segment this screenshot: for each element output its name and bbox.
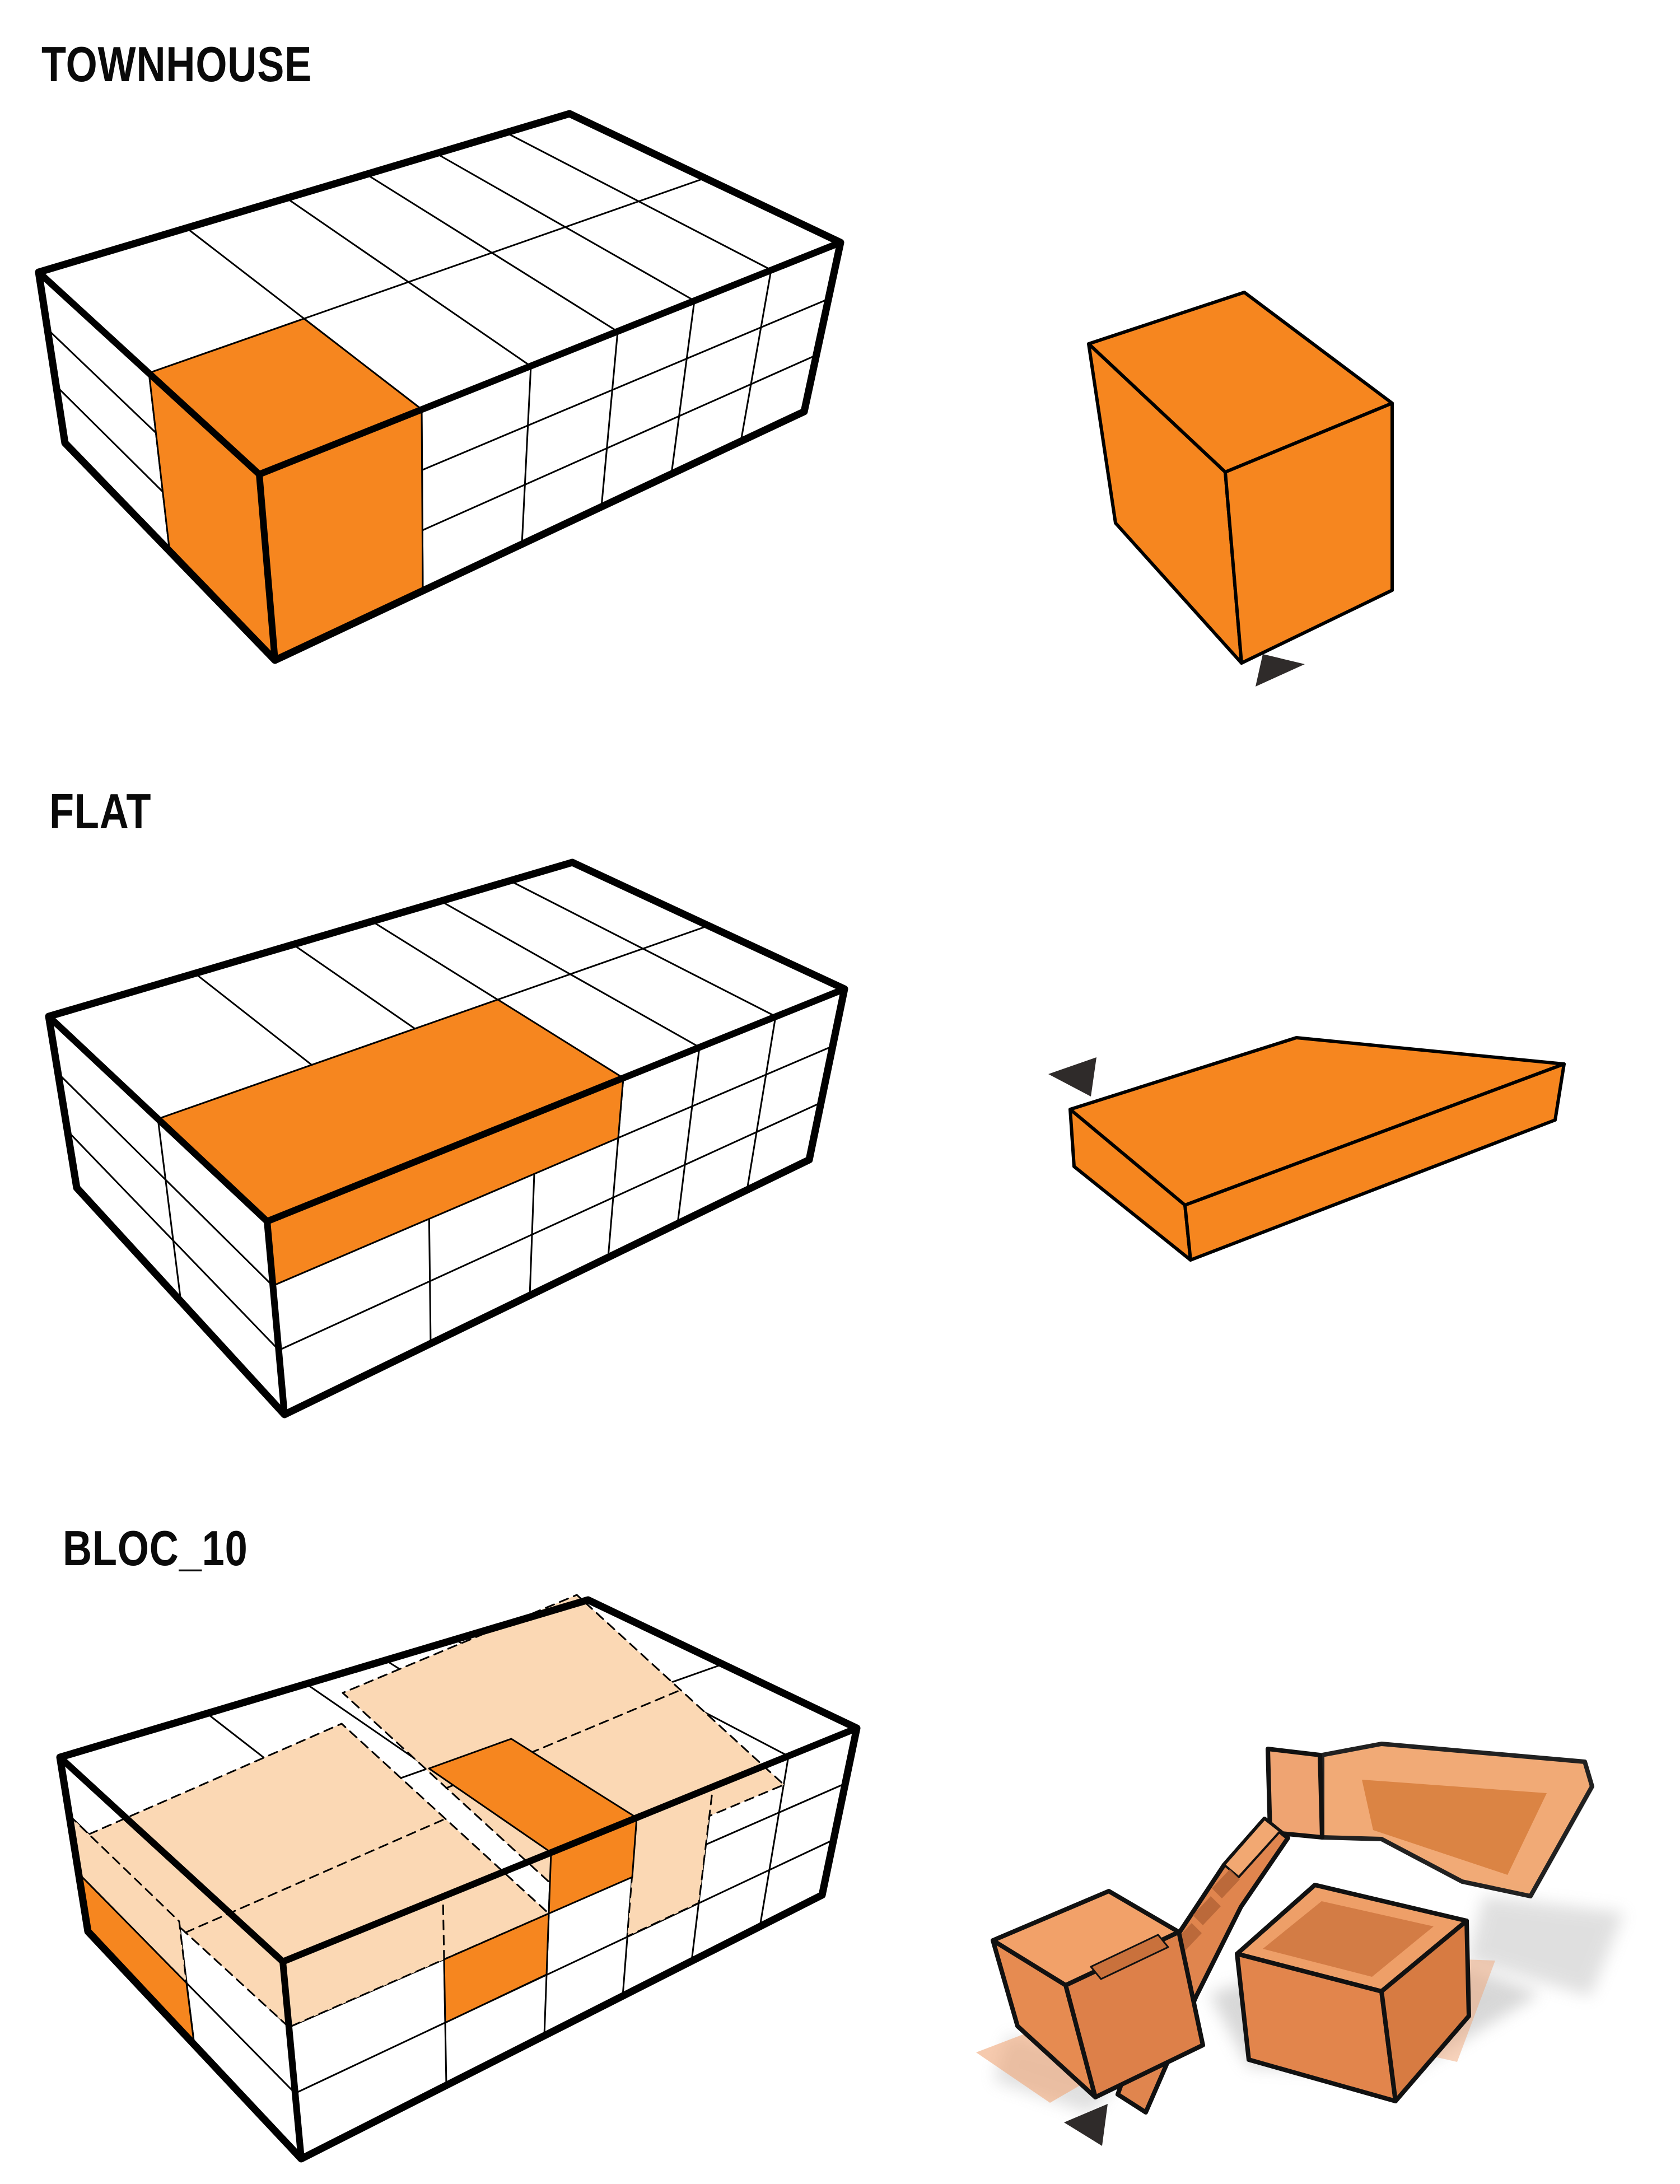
grid-line bbox=[440, 900, 701, 1048]
front-face bbox=[267, 989, 844, 1415]
grid-line bbox=[435, 152, 696, 302]
hidden-edge-line bbox=[445, 1689, 682, 1789]
box-near-arris bbox=[279, 1958, 305, 2162]
unit-front-face bbox=[1183, 1062, 1566, 1262]
grid-line bbox=[57, 1072, 274, 1287]
townhouse-massing-box bbox=[35, 110, 844, 664]
stair-step bbox=[1193, 1896, 1221, 1925]
cube-right-face bbox=[1379, 1919, 1471, 2103]
grid-line bbox=[740, 269, 772, 442]
tray-inner-floor bbox=[1362, 1780, 1547, 1875]
stair-step bbox=[1212, 1869, 1240, 1898]
grid-line bbox=[286, 197, 532, 367]
direction-arrow-icon bbox=[1256, 654, 1305, 687]
box-silhouette bbox=[45, 858, 848, 1418]
box-near-arris bbox=[256, 471, 278, 664]
grid-line bbox=[294, 1838, 835, 2094]
grid-line bbox=[521, 365, 532, 545]
grid-line bbox=[66, 1130, 280, 1351]
section-label-flat: FLAT bbox=[49, 783, 152, 839]
grid-line bbox=[509, 880, 777, 1018]
townhouse-unit-volume bbox=[1087, 291, 1394, 687]
tower-wall bbox=[1266, 1747, 1324, 1840]
grid-line bbox=[670, 300, 696, 475]
grid-line bbox=[600, 330, 619, 508]
lowblock-top-face bbox=[991, 1889, 1181, 1987]
left-face bbox=[49, 1016, 284, 1415]
grid-line bbox=[505, 132, 772, 271]
section-label-bloc: BLOC_10 bbox=[63, 1520, 248, 1576]
flat-unit-volume bbox=[1048, 1036, 1566, 1262]
bloc-massing-box bbox=[56, 1594, 861, 2163]
grid-line bbox=[278, 1102, 822, 1351]
grid-line bbox=[365, 173, 619, 333]
box-silhouette bbox=[56, 1596, 861, 2163]
section-label-townhouse: TOWNHOUSE bbox=[41, 36, 312, 92]
direction-arrow-icon bbox=[1048, 1057, 1096, 1096]
cube-interior-floor bbox=[1263, 1901, 1434, 1977]
grid-line bbox=[746, 1015, 777, 1191]
grid-line bbox=[676, 1046, 701, 1225]
direction-arrow-icon bbox=[1064, 2104, 1108, 2146]
grid-line bbox=[157, 1118, 182, 1303]
flat-massing-box bbox=[45, 858, 848, 1418]
unit-right-face bbox=[1224, 402, 1394, 665]
box-near-arris bbox=[264, 1218, 288, 1418]
bloc-unit-render bbox=[976, 1742, 1624, 2146]
ground-shadow bbox=[1467, 1896, 1624, 1996]
stair-wall-top-band bbox=[1223, 1818, 1281, 1878]
lowblock-channel bbox=[1090, 1934, 1169, 1980]
highlight-front-cell bbox=[443, 1912, 550, 2024]
front-face bbox=[283, 1728, 857, 2159]
box-silhouette bbox=[35, 110, 844, 664]
